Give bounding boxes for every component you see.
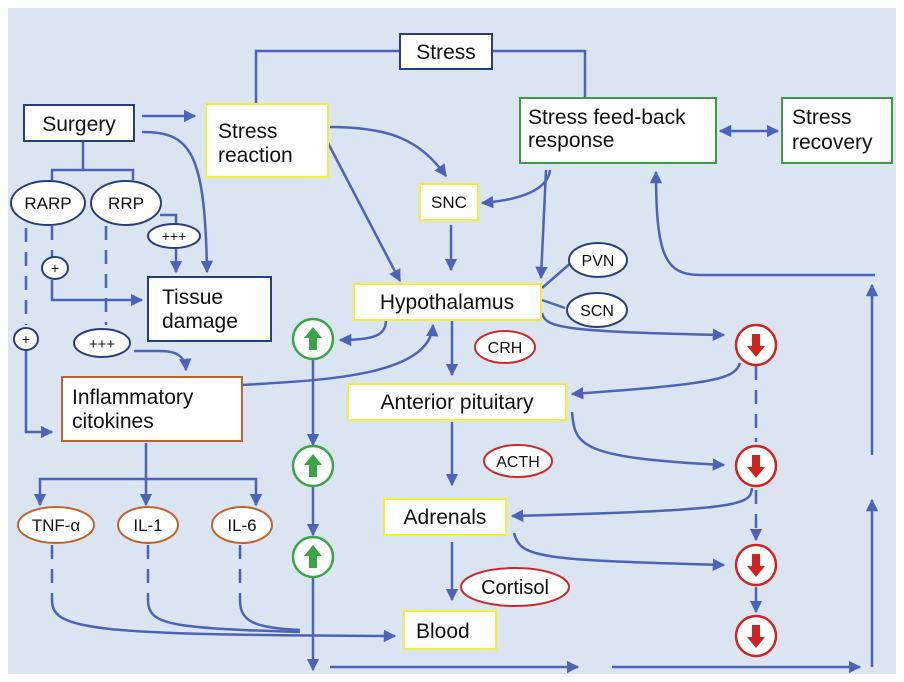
node-stress-reaction: Stress reaction <box>205 103 329 178</box>
node-adrenals: Adrenals <box>383 498 507 536</box>
node-stress-feedback: Stress feed-back response <box>519 97 717 164</box>
node-tnf-label: TNF-α <box>32 516 81 535</box>
node-tissue-line2: damage <box>162 310 238 333</box>
node-blood-label: Blood <box>416 620 470 643</box>
node-crh: CRH <box>474 330 536 364</box>
node-inflammatory: Inflammatory citokines <box>61 376 243 442</box>
node-plus3-lower-label: +++ <box>89 336 116 353</box>
edge-hypothalamus-pvn-scn <box>541 261 573 310</box>
node-stress-reaction-line1: Stress <box>218 120 278 143</box>
node-scn: SCN <box>566 292 628 328</box>
node-plus-upper: + <box>41 256 69 280</box>
node-anterior-pituitary: Anterior pituitary <box>347 383 567 421</box>
edge-hypothalamus-to-down1 <box>540 312 726 342</box>
node-surgery-label: Surgery <box>42 113 116 136</box>
down-arrow-icon <box>734 543 778 587</box>
down-arrow-icon <box>734 323 778 367</box>
edge-surgery-tree <box>50 142 135 180</box>
node-rrp: RRP <box>90 180 162 226</box>
node-tissue-line1: Tissue <box>162 286 223 309</box>
edge-down1-to-pituitary <box>570 362 742 400</box>
node-inflam-line2: citokines <box>72 410 154 433</box>
node-plus3-lower: +++ <box>73 328 131 358</box>
edge-feedback-to-snc <box>480 169 552 209</box>
edge-il1-to-blood <box>146 599 301 634</box>
node-plus3-upper-label: +++ <box>162 228 187 244</box>
node-surgery: Surgery <box>23 104 135 142</box>
node-recovery-line1: Stress <box>792 106 852 129</box>
edge-il6-to-blood <box>238 599 301 632</box>
node-rarp-label: RARP <box>24 194 71 213</box>
node-crh-label: CRH <box>488 340 523 357</box>
node-il1: IL-1 <box>117 506 179 544</box>
node-recovery-line2: recovery <box>792 131 873 154</box>
node-snc: SNC <box>419 183 479 221</box>
edge-feedback-to-hypothalamus <box>535 169 548 280</box>
edge-adrenals-to-down3 <box>512 532 726 571</box>
node-hypothalamus-label: Hypothalamus <box>380 291 514 314</box>
node-il6-label: IL-6 <box>227 516 256 535</box>
connectors <box>24 49 879 674</box>
edge-plus-to-inflam <box>24 350 54 439</box>
node-rrp-label: RRP <box>108 194 144 213</box>
node-stress: Stress <box>399 33 493 70</box>
node-anterior-label: Anterior pituitary <box>381 391 534 414</box>
node-stress-recovery: Stress recovery <box>781 97 893 164</box>
node-pvn: PVN <box>568 242 628 278</box>
node-tnf: TNF-α <box>17 506 95 544</box>
edge-surgery-to-tissue <box>141 130 214 274</box>
down-arrow-icon <box>734 444 778 488</box>
edge-reaction-to-hypothalamus <box>326 142 402 283</box>
edge-stress-to-reaction <box>254 49 400 104</box>
node-il1-label: IL-1 <box>133 516 162 535</box>
node-plus3-upper: +++ <box>147 223 201 249</box>
edge-reaction-to-snc <box>329 125 448 178</box>
up-arrow-icon <box>291 317 335 361</box>
node-inflam-line1: Inflammatory <box>72 386 194 409</box>
edge-pituitary-to-down2 <box>570 411 726 471</box>
node-blood: Blood <box>403 610 497 650</box>
node-adrenals-label: Adrenals <box>404 506 487 529</box>
node-plus-lower: + <box>13 327 39 351</box>
edge-inflam-to-hypothalamus <box>241 323 439 387</box>
node-feedback-line2: response <box>528 129 614 152</box>
edge-hypothalamus-to-up <box>338 319 388 347</box>
node-hypothalamus: Hypothalamus <box>353 283 542 321</box>
node-pvn-label: PVN <box>582 253 615 270</box>
edge-stress-to-feedback <box>492 49 587 98</box>
edge-plus-to-tissue <box>50 280 144 307</box>
node-tissue-damage: Tissue damage <box>147 276 272 342</box>
down-arrow-icon <box>734 614 778 658</box>
edge-inflam-branch <box>38 477 263 507</box>
node-scn-label: SCN <box>580 303 614 320</box>
node-cortisol: Cortisol <box>460 567 570 607</box>
node-feedback-line1: Stress feed-back <box>528 106 686 129</box>
edge-tnf-to-blood <box>50 599 397 643</box>
edge-plus3-to-inflam <box>134 349 192 372</box>
node-acth-label: ACTH <box>496 454 540 471</box>
node-plus-lower-label: + <box>22 331 30 347</box>
up-arrow-icon <box>291 535 335 579</box>
edge-rrp-to-plus3 <box>160 213 178 226</box>
node-stress-label: Stress <box>416 41 476 64</box>
node-il6: IL-6 <box>211 506 273 544</box>
node-cortisol-label: Cortisol <box>481 577 549 599</box>
node-rarp: RARP <box>10 180 86 226</box>
up-arrow-icon <box>291 444 335 488</box>
node-acth: ACTH <box>483 444 553 478</box>
node-plus-upper-label: + <box>51 260 59 276</box>
edge-return-to-feedback <box>649 170 875 277</box>
edge-down2-to-adrenals <box>510 487 754 522</box>
node-snc-label: SNC <box>431 193 467 212</box>
node-stress-reaction-line2: reaction <box>218 144 293 167</box>
